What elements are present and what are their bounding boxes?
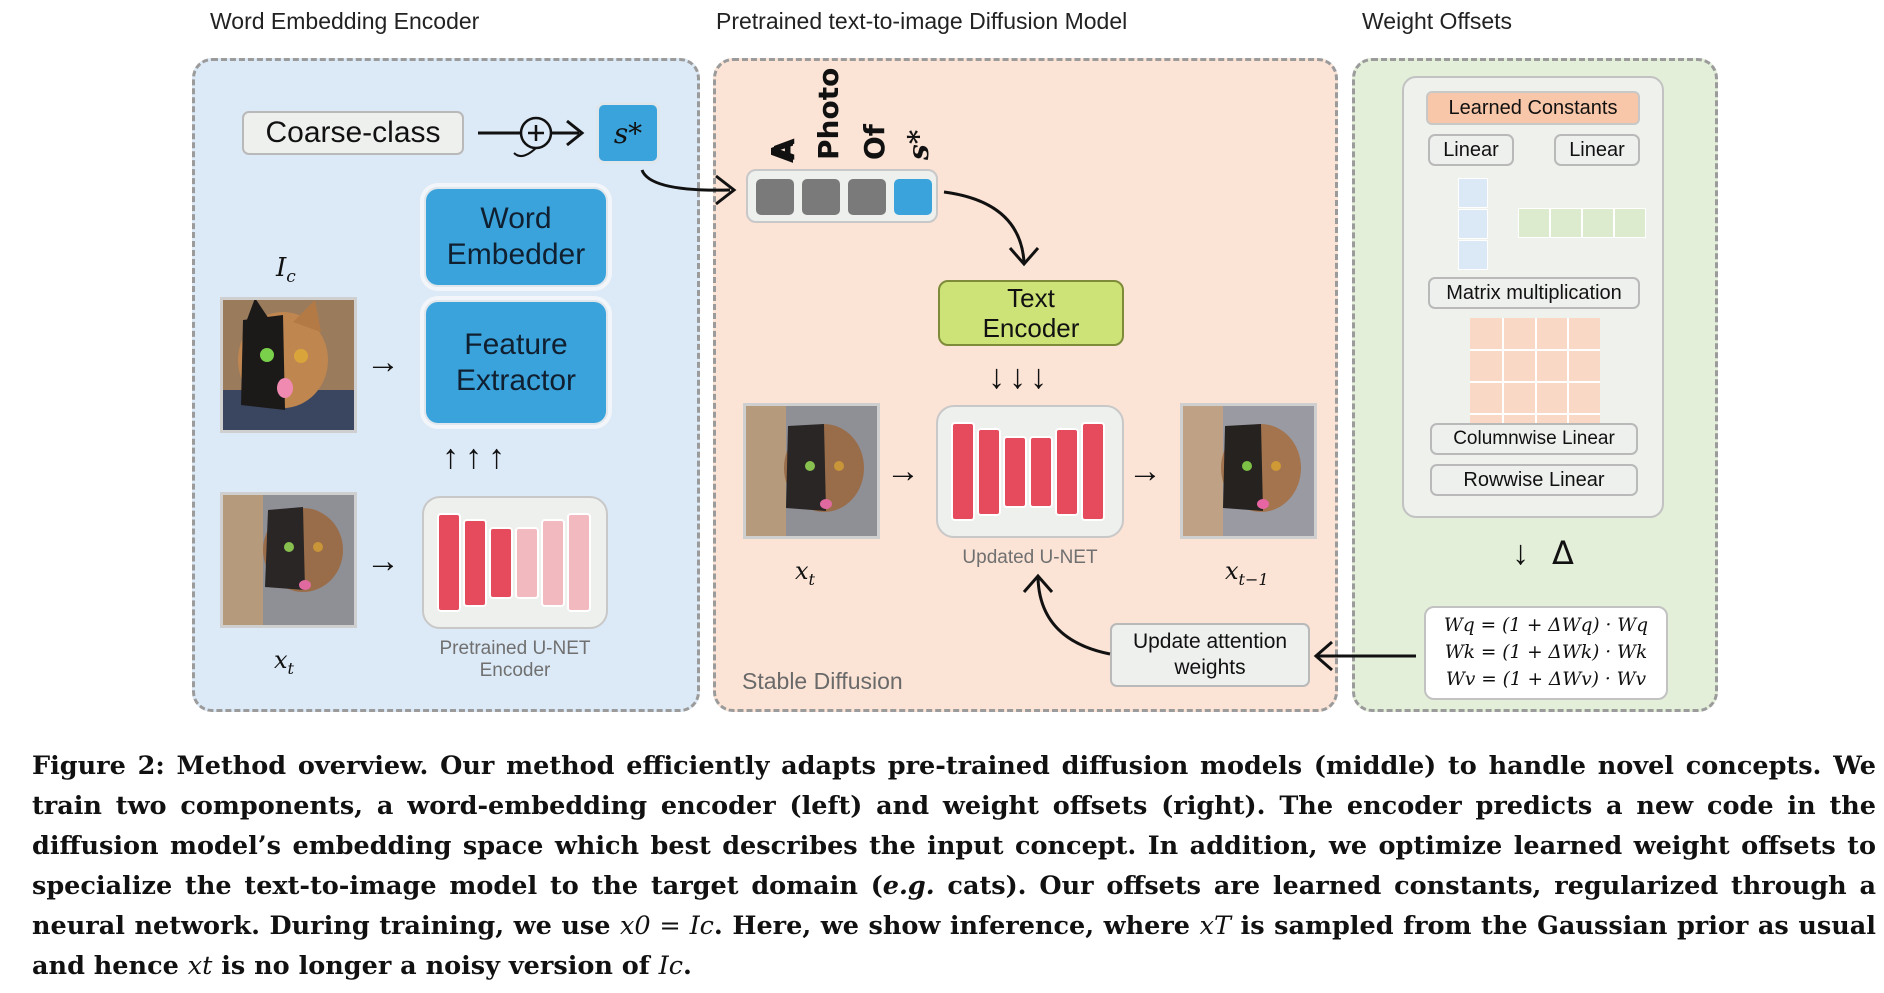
denoised-xt-minus-1-image xyxy=(1180,403,1317,539)
arrow-unet-to-xt-minus-1: → xyxy=(1128,452,1162,490)
caption-part-3: . Here, we show inference, where xyxy=(713,911,1200,941)
diffusion-model-panel xyxy=(713,58,1338,712)
token-embedding-row xyxy=(746,169,938,223)
caption-part-6: . xyxy=(683,951,692,981)
matrix-multiplication-box: Matrix multiplication xyxy=(1428,277,1640,309)
ic-label: Ic xyxy=(276,253,296,288)
caption-part-2: cats). Our offsets are learned constants… xyxy=(32,871,1876,941)
column-vector xyxy=(1458,178,1488,270)
noisy-xt-image-left xyxy=(220,492,357,628)
arrow-cat-to-feature-extractor: → xyxy=(366,343,400,381)
linear-box-1: Linear xyxy=(1428,134,1514,166)
linear-box-2: Linear xyxy=(1554,134,1640,166)
updated-unet-label: Updated U-NET xyxy=(962,547,1098,568)
arrow-xt-to-updated-unet: → xyxy=(886,452,920,490)
token-of-label: Of xyxy=(858,124,891,160)
rowwise-linear-box: Rowwise Linear xyxy=(1430,464,1638,496)
coarse-class-plus-connector xyxy=(478,116,585,158)
arrow-equations-to-update-attention xyxy=(1313,640,1416,672)
text-encoder-block: Text Encoder xyxy=(938,280,1124,346)
feature-extractor-block: Feature Extractor xyxy=(424,300,608,425)
noisy-xt-image-middle xyxy=(743,403,880,539)
token-embedding-photo xyxy=(802,179,840,215)
equation-wv: Wv = (1 + ΔWv) · Wv xyxy=(1445,669,1647,690)
caption-part-1: Figure 2: Method overview. Our method ef… xyxy=(32,751,1876,901)
pretrained-unet-encoder xyxy=(422,496,608,629)
arrows-unet-to-feature-extractor: ↑↑↑ xyxy=(442,438,511,476)
delta-down-arrow: ↓ xyxy=(1512,534,1529,572)
xt-label-middle: xt xyxy=(795,557,815,589)
arrow-update-attention-to-unet xyxy=(1022,573,1111,656)
input-cat-image xyxy=(220,297,357,433)
token-embedding-of xyxy=(848,179,886,215)
equation-wk: Wk = (1 + ΔWk) · Wk xyxy=(1444,642,1648,663)
update-attention-weights-box: Update attention weights xyxy=(1110,623,1310,687)
word-embedder-block: Word Embedder xyxy=(424,187,608,287)
equation-wq: Wq = (1 + ΔWq) · Wq xyxy=(1443,615,1649,636)
s-star-label: s* xyxy=(613,116,643,150)
pretrained-unet-label: Pretrained U-NET Encoder xyxy=(439,638,591,681)
xt-minus-1-label: xt−1 xyxy=(1225,557,1269,589)
caption-part-5: is no longer a noisy version of xyxy=(212,951,659,981)
token-a-label: A xyxy=(768,138,801,160)
caption-eg: e.g. xyxy=(882,871,935,901)
updated-unet xyxy=(936,405,1124,538)
s-star-token: s* xyxy=(596,102,660,164)
arrow-tokens-to-text-encoder xyxy=(943,190,1040,267)
right-section-title: Weight Offsets xyxy=(1362,8,1512,34)
coarse-class-box: Coarse-class xyxy=(242,111,464,155)
arrow-xt-to-unet-encoder: → xyxy=(366,542,400,580)
learned-constants-box: Learned Constants xyxy=(1426,91,1640,125)
token-embedding-s-star xyxy=(894,179,932,215)
xt-label-left: xt xyxy=(274,646,294,678)
token-embedding-a xyxy=(756,179,794,215)
middle-section-title: Pretrained text-to-image Diffusion Model xyxy=(716,8,1128,34)
caption-part-4: is sampled from the Gaussian prior as us… xyxy=(32,911,1876,981)
caption-x0-equals-ic: x0 = Ic xyxy=(620,911,714,941)
row-vector xyxy=(1518,208,1646,238)
delta-symbol: Δ xyxy=(1552,534,1574,572)
figure-caption: Figure 2: Method overview. Our method ef… xyxy=(32,746,1876,986)
caption-xT: xT xyxy=(1199,911,1231,941)
arrow-s-star-to-tokens xyxy=(640,169,737,206)
token-photo-label: Photo xyxy=(812,67,845,160)
weight-update-equations: Wq = (1 + ΔWq) · Wq Wk = (1 + ΔWk) · Wk … xyxy=(1424,606,1668,700)
caption-ic: Ic xyxy=(658,951,684,981)
token-s-star-label: s* xyxy=(902,129,935,160)
stable-diffusion-label: Stable Diffusion xyxy=(742,668,903,694)
columnwise-linear-box: Columnwise Linear xyxy=(1430,423,1638,455)
arrows-text-encoder-to-unet: ↓↓↓ xyxy=(988,358,1051,396)
left-section-title: Word Embedding Encoder xyxy=(210,8,480,34)
caption-xt: xt xyxy=(187,951,213,981)
